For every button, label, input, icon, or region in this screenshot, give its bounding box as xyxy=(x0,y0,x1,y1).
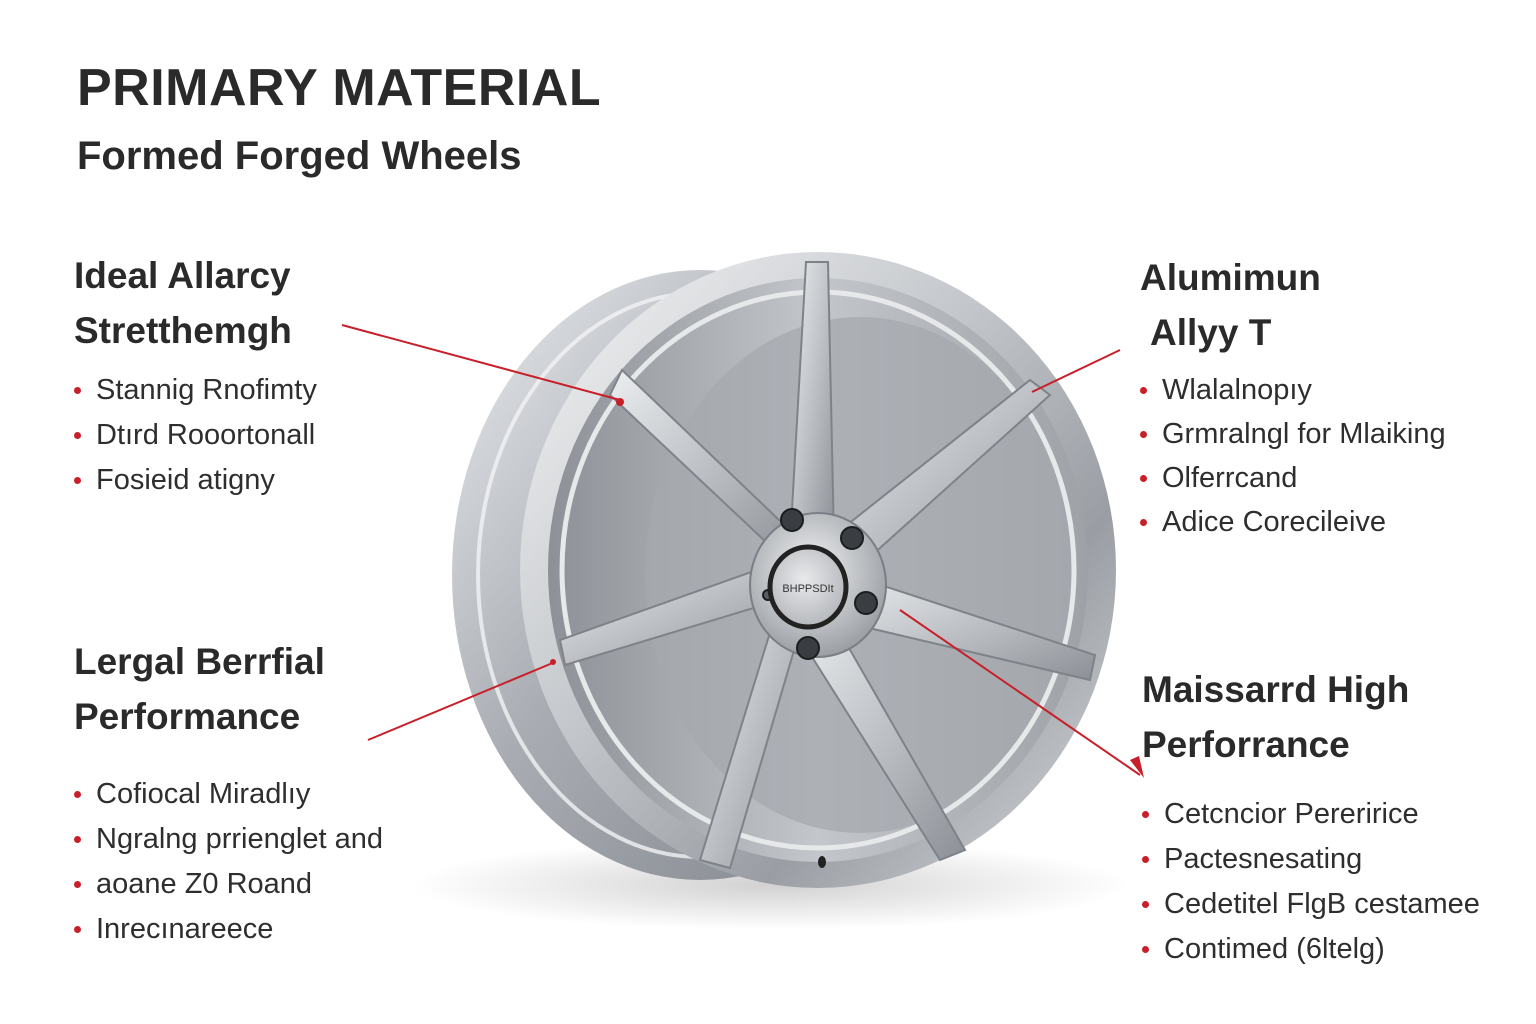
callout-dot xyxy=(550,659,556,665)
list-item-label: Stannig Rnofimty xyxy=(96,374,317,406)
center-cap-text: BHPPSDIt xyxy=(782,583,833,595)
list-item-label: Grmralngl for Mlaiking xyxy=(1162,418,1446,450)
list-item-label: Inrecınareece xyxy=(96,913,274,945)
list-item: Grmralngl for Mlaiking xyxy=(1140,412,1446,456)
callout-dot xyxy=(616,398,624,406)
callout-heading-line2: Stretthemgh xyxy=(74,310,292,351)
callout-heading: Lergal Berrfial Performance xyxy=(74,634,383,744)
header: PRIMARY MATERIAL Formed Forged Wheels xyxy=(77,58,601,180)
list-item: Inrecınareece xyxy=(74,907,383,952)
arrow-head xyxy=(1130,756,1144,778)
bullet-icon xyxy=(74,477,81,484)
bullet-icon xyxy=(1142,811,1149,818)
bullet-icon xyxy=(74,926,81,933)
list-item-label: Dtırd Rooortonall xyxy=(96,419,316,451)
lug-nuts xyxy=(762,508,878,660)
leader-line-bottom-left xyxy=(367,661,556,741)
callout-heading-line1: Alumimun xyxy=(1140,257,1321,298)
bullet-icon xyxy=(74,432,81,439)
list-item: Stannig Rnofimty xyxy=(74,368,317,413)
list-item: Olferrcand xyxy=(1140,456,1446,500)
list-item: Wlalalnopıy xyxy=(1140,368,1446,412)
callout-heading: Alumimun Allyy T xyxy=(1140,250,1446,360)
callout-heading-line2: Perforrance xyxy=(1142,724,1350,765)
bullet-icon xyxy=(74,881,81,888)
list-item-label: Cetcncior Pereririce xyxy=(1164,798,1419,830)
list-item-label: Cofiocal Miradlıy xyxy=(96,778,311,810)
list-item: Fosieid atigny xyxy=(74,458,317,503)
list-item-label: Contimed (6ltelg) xyxy=(1164,933,1385,965)
leader-lines xyxy=(341,324,1141,776)
list-item: Cetcncior Pereririce xyxy=(1142,792,1480,837)
bullet-icon xyxy=(1142,856,1149,863)
page-subtitle: Formed Forged Wheels xyxy=(77,134,522,178)
callout-heading-line2: Allyy T xyxy=(1150,312,1272,353)
list-item: Cofiocal Miradlıy xyxy=(74,772,383,817)
callout-list: Cetcncior Pereririce Pactesnesating Cede… xyxy=(1142,792,1480,972)
list-item: Dtırd Rooortonall xyxy=(74,413,317,458)
wheel-shadow xyxy=(410,840,1130,930)
list-item-label: Pactesnesating xyxy=(1164,843,1363,875)
bullet-icon xyxy=(74,387,81,394)
list-item-label: aoane Z0 Roand xyxy=(96,868,313,900)
list-item: Pactesnesating xyxy=(1142,837,1480,882)
page-title: PRIMARY MATERIAL xyxy=(77,59,602,117)
list-item-label: Wlalalnopıy xyxy=(1162,374,1312,406)
callout-heading-line1: Ideal Allarcy xyxy=(74,255,291,296)
callout-heading-line2: Performance xyxy=(74,696,301,737)
list-item-label: Cedetitel FlgB cestamee xyxy=(1164,888,1480,920)
bullet-icon xyxy=(1140,519,1147,526)
list-item: Ngralng prrienglet and xyxy=(74,817,383,862)
list-item: aoane Z0 Roand xyxy=(74,862,383,907)
callout-list: Wlalalnopıy Grmralngl for Mlaiking Olfer… xyxy=(1140,368,1446,544)
callout-heading-line1: Maissarrd High xyxy=(1142,669,1410,710)
callout-panel-bottom-left: Lergal Berrfial Performance Cofiocal Mir… xyxy=(74,634,383,952)
callout-panel-bottom-right: Maissarrd High Perforrance Cetcncior Per… xyxy=(1142,662,1480,972)
bullet-icon xyxy=(74,836,81,843)
leader-line-bottom-right xyxy=(899,609,1141,776)
bullet-icon xyxy=(74,791,81,798)
bullet-icon xyxy=(1140,475,1147,482)
list-item: Adice Corecileive xyxy=(1140,500,1446,544)
wheel-spokes xyxy=(558,261,1097,870)
center-cap xyxy=(767,544,849,630)
list-item-label: Ngralng prrienglet and xyxy=(96,823,383,855)
list-item: Contimed (6ltelg) xyxy=(1142,927,1480,972)
callout-heading: Maissarrd High Perforrance xyxy=(1142,662,1480,772)
callout-heading: Ideal Allarcy Stretthemgh xyxy=(74,248,317,358)
bullet-icon xyxy=(1142,946,1149,953)
callout-panel-top-left: Ideal Allarcy Stretthemgh Stannig Rnofim… xyxy=(74,248,317,503)
bullet-icon xyxy=(1140,431,1147,438)
leader-line-top-left xyxy=(341,324,621,401)
list-item-label: Olferrcand xyxy=(1162,462,1298,494)
list-item-label: Fosieid atigny xyxy=(96,464,275,496)
valve-stem xyxy=(818,856,826,868)
bullet-icon xyxy=(1142,901,1149,908)
callout-heading-line1: Lergal Berrfial xyxy=(74,641,325,682)
bullet-icon xyxy=(1140,387,1147,394)
leader-line-top-right xyxy=(1031,349,1121,393)
list-item: Cedetitel FlgB cestamee xyxy=(1142,882,1480,927)
callout-list: Stannig Rnofimty Dtırd Rooortonall Fosie… xyxy=(74,368,317,503)
list-item-label: Adice Corecileive xyxy=(1162,506,1387,538)
callout-list: Cofiocal Miradlıy Ngralng prrienglet and… xyxy=(74,772,383,952)
callout-panel-top-right: Alumimun Allyy T Wlalalnopıy Grmralngl f… xyxy=(1140,250,1446,544)
